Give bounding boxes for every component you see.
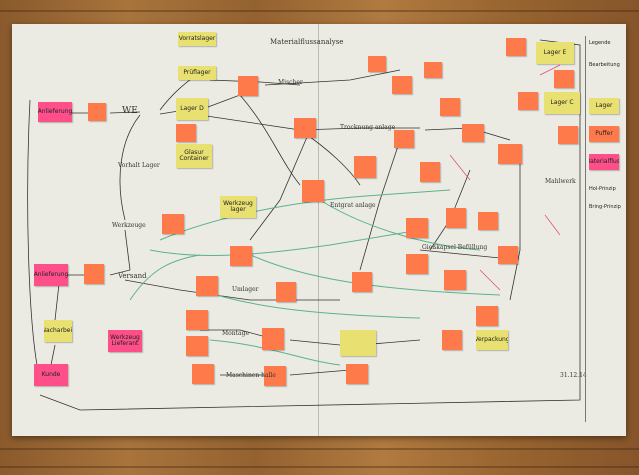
buffer-11-note: [558, 126, 578, 144]
store-c-note: Lager C: [544, 92, 580, 114]
mahlwerk-label: Mahlwerk: [545, 178, 576, 185]
buffer-23-note: [196, 276, 218, 296]
buffer-33-note: [264, 366, 286, 386]
date-label: 31.12.14: [560, 372, 587, 379]
buffer-14-note: [420, 162, 440, 182]
buffer-8-note: [506, 38, 526, 56]
mixer-label: Mischer: [278, 79, 303, 86]
buffer-19-note: [478, 212, 498, 230]
buffer-27-note: [476, 306, 498, 326]
drying-label: Trocknung anlage: [340, 124, 396, 131]
buffer-29-note: [186, 336, 208, 356]
buffer-2-note: [392, 76, 412, 94]
buffer-20-note: [230, 246, 252, 266]
tool-stock-note: Werkzeug lager: [220, 196, 256, 218]
machine-hall-label: Maschinen halle: [226, 372, 276, 379]
buffer-5-note: [294, 118, 316, 138]
transfer-label: Umlager: [232, 286, 259, 293]
buffer-25-note: [352, 272, 372, 292]
buffer-17-note: [406, 218, 428, 238]
tool-supplier-note: Werkzeug Lieferant: [108, 330, 142, 352]
store-e-note: Lager E: [536, 42, 574, 64]
legend-flow-swatch: Materialfluss: [589, 154, 619, 170]
buffer-30-note: [262, 328, 284, 350]
legend-push: Bring-Prinzip: [589, 204, 621, 210]
buffer-16-note: [162, 214, 184, 234]
assembly-label: Montage: [222, 330, 249, 337]
buffer-26-note: [444, 270, 466, 290]
buffer-28-note: [186, 310, 208, 330]
rework-stock-note: Nacharbeit: [44, 320, 72, 342]
buffer-24-note: [276, 282, 296, 302]
buffer-13-note: [354, 156, 376, 178]
buffer-10-note: [518, 92, 538, 110]
buffer-22-note: [498, 246, 518, 264]
tools-label: Werkzeuge: [112, 222, 146, 229]
buffer-we-note: [88, 103, 106, 121]
buffer-1-note: [368, 56, 386, 72]
container-note: Glasur Container: [176, 144, 212, 168]
legend-processing: Bearbeitung: [589, 62, 620, 68]
vendor-stock-note: Vorratslager: [178, 32, 216, 46]
legend-panel: Legende Bearbeitung Lager Puffer Materia…: [585, 36, 624, 422]
buffer-12-note: [498, 144, 522, 164]
inbound-stock-note: Anlieferung: [38, 102, 72, 122]
buffer-31-note: [442, 330, 462, 350]
buffer-9-note: [554, 70, 574, 88]
buffer-15-note: [302, 180, 324, 202]
legend-buffer-swatch: Puffer: [589, 126, 619, 142]
legend-title: Legende: [589, 40, 611, 46]
legend-stock-swatch: Lager: [589, 98, 619, 114]
warehouse-left-label: Vorhalt Lager: [118, 162, 160, 169]
buffer-mixer-note: [238, 76, 258, 96]
buffer-shipping-note: [84, 264, 104, 284]
page-title: Materialflussanalyse: [270, 38, 344, 46]
buffer-32-note: [192, 364, 214, 384]
customer-note: Kunde: [34, 364, 68, 386]
test-stock-note: Prüflager: [178, 66, 216, 80]
casting-label: Gießkapsel Befüllung: [422, 244, 488, 251]
buffer-6-note: [394, 130, 414, 148]
buffer-21-note: [406, 254, 428, 274]
buffer-7-note: [462, 124, 484, 142]
casting-fill-note: [340, 330, 376, 356]
buffer-4-note: [440, 98, 460, 116]
shipping-label: Versand: [118, 272, 147, 280]
buffer-18-note: [446, 208, 466, 228]
deburr-label: Entgrat anlage: [330, 202, 376, 209]
store-d-note: Lager D: [176, 98, 208, 120]
paper-fold: [318, 24, 319, 436]
buffer-3-note: [424, 62, 442, 78]
buffer-container-note: [176, 124, 196, 142]
buffer-34-note: [346, 364, 368, 384]
delivery-note: Anlieferung: [34, 264, 68, 286]
legend-pull: Hol-Prinzip: [589, 186, 616, 192]
packing-note: Verpackung: [476, 330, 508, 350]
incoming-goods-label: WE: [122, 106, 138, 116]
